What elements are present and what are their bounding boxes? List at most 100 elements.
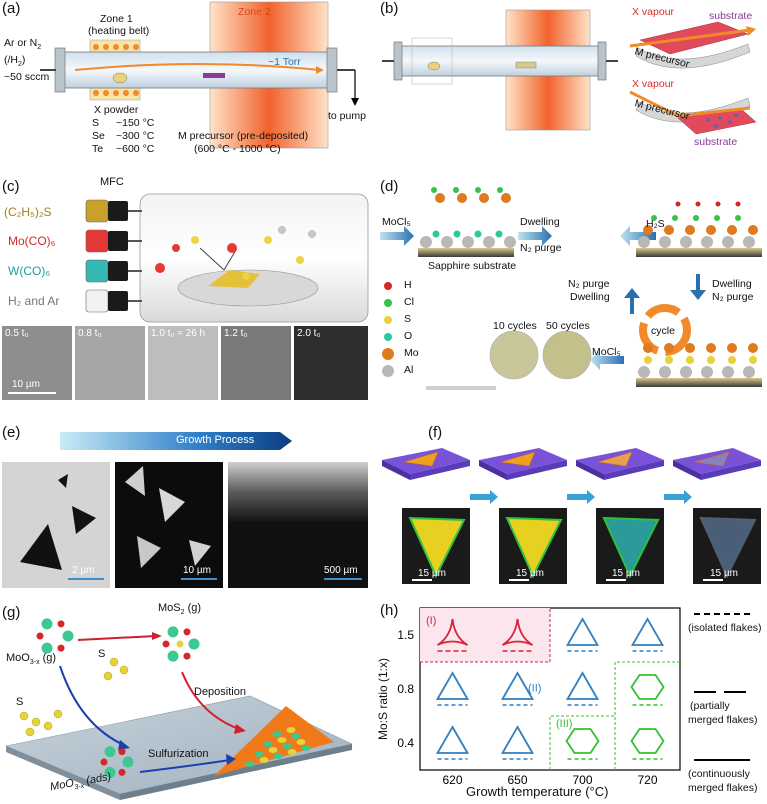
y-tick-label: 1.5 <box>397 628 414 642</box>
n2purge-label-1: N₂ purge <box>520 242 562 254</box>
substrate-edge <box>382 460 410 480</box>
s-atom <box>43 721 53 731</box>
panel-a: (a) Zone 1 (heating belt) Zone 2 <box>0 0 372 160</box>
mfc-label: MFC <box>100 176 124 188</box>
al-atom <box>743 236 755 248</box>
al-atom <box>659 236 671 248</box>
substrate-edge <box>576 460 604 480</box>
substrate-edge <box>410 460 470 480</box>
panel-g: (g) MoS2 (g) MoO3-x (g) S S Deposition S… <box>0 596 372 800</box>
molecule-atom <box>41 642 53 654</box>
growth-process-arrow <box>60 432 292 450</box>
mo-atom <box>643 225 653 235</box>
sem-time-label-1: 0.5 t₀ <box>5 328 29 339</box>
mos2-lattice-atom <box>287 749 297 755</box>
flake-shape <box>694 451 730 467</box>
flake-shape-hexagon <box>630 728 665 754</box>
mos2-lattice-atom <box>272 731 282 737</box>
substrate-label-bottom: substrate <box>694 136 738 148</box>
mo-atom <box>685 225 695 235</box>
sem-time-label-2: 0.8 t₀ <box>78 328 102 339</box>
molecule-atom <box>183 652 191 660</box>
zone2-label: Zone 2 <box>238 6 271 18</box>
panel-b: (b) X vapour substrate M precursor X vap… <box>378 0 767 160</box>
molecule-atom <box>118 768 126 776</box>
mocvd-chamber-diagram <box>139 193 369 323</box>
scale-label-c: 10 µm <box>12 379 40 390</box>
step-arrow <box>567 490 595 504</box>
flake-shape-triangle <box>500 671 535 700</box>
x-tick-label: 650 <box>507 773 527 787</box>
al-atom <box>441 236 453 248</box>
mos2-gas-label: MoS2 (g) <box>158 602 202 617</box>
o-atom <box>474 230 482 238</box>
mo-atom <box>748 225 758 235</box>
panel-c: (c) MFC (C₂H₅)₂S Mo(CO)₆ W(CO)₆ H₂ and A… <box>0 176 372 404</box>
h-atom <box>715 201 721 207</box>
x-tick-label: 700 <box>572 773 592 787</box>
sem-time-label-4: 1.2 t₀ <box>224 328 248 339</box>
sem-image-1: 0.5 t₀ <box>2 326 72 400</box>
scale-bar-e1 <box>68 578 104 580</box>
scale-label-f4: 15 µm <box>710 568 738 579</box>
h-atom <box>735 201 741 207</box>
molecule-atom <box>176 640 184 648</box>
atom-icon <box>384 282 392 290</box>
x-tick-label: 720 <box>637 773 657 787</box>
precursor-cylinder <box>85 259 109 283</box>
panel-label-b: (b) <box>380 0 399 17</box>
optical-flake <box>602 516 660 579</box>
triangle-flakes-2 <box>125 466 211 568</box>
precursor-h2-ar: H₂ and Ar <box>8 294 60 308</box>
mos2-lattice-atom <box>277 737 287 743</box>
molecule-atom <box>162 640 170 648</box>
atom-icon <box>382 365 394 377</box>
m-precursor-label: M precursor (pre-deposited) <box>178 130 309 142</box>
scale-bar-c <box>8 392 56 394</box>
region-iii-border <box>549 661 680 770</box>
continuous-film <box>228 462 368 522</box>
x-powder-label: X powder <box>94 104 139 116</box>
flake-shape-triangle <box>565 617 600 646</box>
tube-furnace-diagram <box>40 1 359 149</box>
sem-time-label-5: 2.0 t₀ <box>297 328 321 339</box>
legend-continuous-1: (continuously <box>688 768 750 780</box>
y-tick-label: 0.8 <box>397 682 414 696</box>
mos2-lattice-atom <box>282 743 292 749</box>
panel-label-h: (h) <box>380 602 399 619</box>
sem-image-4: 1.2 t₀ <box>221 326 291 400</box>
cl-atom <box>672 215 678 221</box>
mocl5-label-2: MoCl₅ <box>592 346 621 358</box>
sem-image-e2: 10 µm <box>115 462 223 588</box>
molecule-atom <box>188 638 200 650</box>
precursor-cylinder <box>85 199 109 223</box>
o-atom <box>432 230 440 238</box>
s-atom <box>686 356 694 364</box>
flake-shape-triangle <box>435 725 470 754</box>
mo-atom <box>479 193 489 203</box>
scale-label-f1: 15 µm <box>418 568 446 579</box>
al-atom <box>504 236 516 248</box>
al-atom <box>680 366 692 378</box>
region-i-fill <box>420 608 550 662</box>
growth-steps-diagram <box>382 448 761 584</box>
cycle-label: cycle <box>651 325 675 337</box>
n2purge-label-3: N₂ purge <box>712 291 754 303</box>
sem-image-2: 0.8 t₀ <box>75 326 145 400</box>
legend-label: Mo <box>404 347 419 359</box>
scale-label-f3: 15 µm <box>612 568 640 579</box>
pump-label: to pump <box>328 110 366 122</box>
cycles-label-10: 10 cycles <box>493 320 537 332</box>
substrate-edge <box>673 460 701 480</box>
step-arrow <box>470 490 498 504</box>
s-atom <box>644 356 652 364</box>
substrate-edge <box>507 460 567 480</box>
al-atom <box>638 366 650 378</box>
gas-inlet-label: Ar or N2 (/H2) ~50 sccm <box>4 37 50 84</box>
cl-atom <box>475 187 481 193</box>
furnace-diagram-b <box>382 9 757 135</box>
sem-image-e3: 500 µm <box>228 462 368 588</box>
al-atom <box>483 236 495 248</box>
legend-item-cl: Cl <box>382 295 442 311</box>
